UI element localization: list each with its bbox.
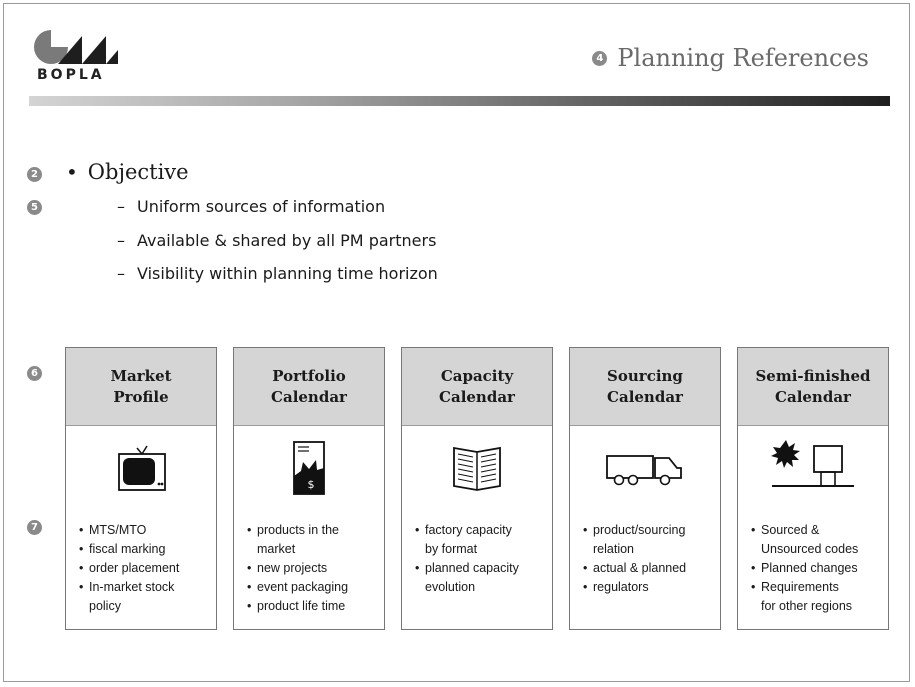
list-item: actual & planned [583, 559, 686, 578]
objective-point-text: Uniform sources of information [137, 197, 386, 216]
list-item: new projects [247, 559, 348, 578]
logo-mark-icon [34, 30, 118, 64]
slide: BOPLA 4 Planning References 2 • Objectiv… [3, 3, 910, 682]
open-book-icon [402, 438, 552, 508]
card-title-line: Calendar [607, 387, 683, 406]
list-item-continuation: for other regions [761, 599, 853, 613]
list-item-continuation: by format [425, 542, 478, 556]
card-list: MTS/MTO fiscal marking order placement I… [79, 521, 179, 616]
list-item-continuation: evolution [425, 580, 476, 594]
list-item: Sourced & [751, 521, 858, 540]
list-item: market [247, 540, 348, 559]
card-list: factory capacity by format planned capac… [415, 521, 519, 597]
list-item: regulators [583, 578, 686, 597]
objective-point: –Uniform sources of information [117, 197, 386, 216]
card-title-line: Profile [113, 387, 169, 406]
card-title-line: Market [110, 366, 172, 385]
list-item: MTS/MTO [79, 521, 179, 540]
list-item: event packaging [247, 578, 348, 597]
list-item: Requirements [751, 578, 858, 597]
objective-text: Objective [87, 160, 189, 184]
card-title-line: Calendar [775, 387, 851, 406]
list-item: fiscal marking [79, 540, 179, 559]
objective-point: –Visibility within planning time horizon [117, 264, 438, 283]
list-item: product life time [247, 597, 348, 616]
list-item: factory capacity [415, 521, 519, 540]
list-item-continuation: relation [593, 542, 634, 556]
cards-marker: 6 [27, 366, 42, 381]
points-marker: 5 [27, 200, 42, 215]
television-icon [66, 438, 216, 508]
truck-icon [570, 438, 720, 508]
card-title-line: Sourcing [607, 366, 683, 385]
list-item: Planned changes [751, 559, 858, 578]
card-title-line: Semi-finished [755, 366, 871, 385]
bopla-logo: BOPLA [34, 30, 134, 86]
list-item: evolution [415, 578, 519, 597]
objective-heading: • Objective [66, 160, 189, 184]
list-item: policy [79, 597, 179, 616]
slide-title: 4 Planning References [592, 44, 869, 72]
product-bag-icon: $ [234, 438, 384, 508]
svg-text:$: $ [308, 478, 315, 491]
card-title-line: Capacity [440, 366, 514, 385]
card-list: Sourced & Unsourced codes Planned change… [751, 521, 858, 616]
objective-point: –Available & shared by all PM partners [117, 231, 437, 250]
card-title-line: Calendar [271, 387, 347, 406]
list-item: products in the [247, 521, 348, 540]
factory-burst-icon [738, 438, 888, 508]
card-list: product/sourcing relation actual & plann… [583, 521, 686, 597]
header-rule [29, 96, 890, 106]
lists-marker: 7 [27, 520, 42, 535]
list-item: Unsourced codes [751, 540, 858, 559]
page-title: Planning References [617, 44, 869, 72]
objective-marker: 2 [27, 167, 42, 182]
logo-text: BOPLA [37, 67, 105, 83]
card-list: products in the market new projects even… [247, 521, 348, 616]
list-item: for other regions [751, 597, 858, 616]
list-item: by format [415, 540, 519, 559]
objective-bullet: • [66, 160, 78, 184]
objective-point-text: Visibility within planning time horizon [137, 264, 438, 283]
list-item: product/sourcing [583, 521, 686, 540]
list-item-continuation: market [257, 542, 296, 556]
list-item: order placement [79, 559, 179, 578]
list-item-continuation: Unsourced codes [761, 542, 859, 556]
list-item-continuation: policy [89, 599, 121, 613]
card-title-line: Calendar [439, 387, 515, 406]
list-item: planned capacity [415, 559, 519, 578]
list-item: relation [583, 540, 686, 559]
card-title-line: Portfolio [272, 366, 346, 385]
title-marker: 4 [592, 50, 608, 66]
objective-point-text: Available & shared by all PM partners [137, 231, 437, 250]
list-item: In-market stock [79, 578, 179, 597]
